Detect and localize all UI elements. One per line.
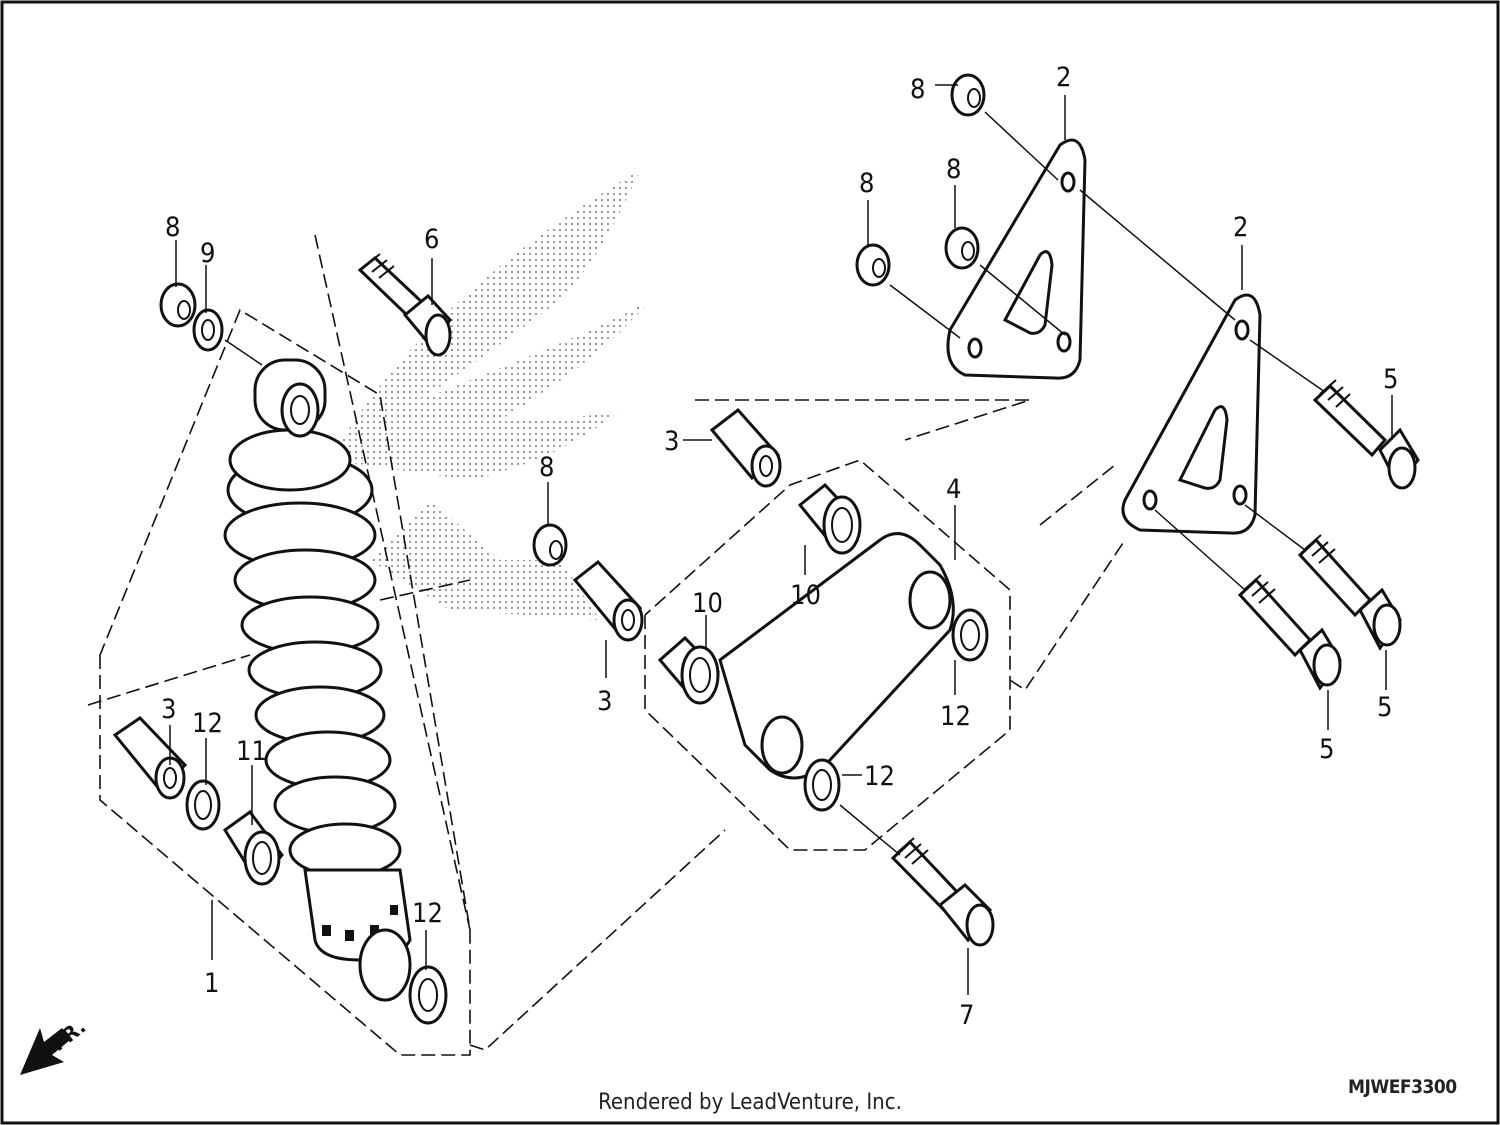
front-arrow-icon bbox=[20, 1028, 70, 1075]
bolt-part-5-upper bbox=[1312, 379, 1420, 490]
drawing-code: MJWEF3300 bbox=[1348, 1076, 1457, 1098]
seal-part-12-lower bbox=[803, 758, 841, 812]
collar-part-3-centre bbox=[572, 559, 644, 642]
callout-8-shock-nut: 8 bbox=[165, 212, 180, 243]
callout-3-left-collar: 3 bbox=[161, 694, 176, 725]
nut-part-8 bbox=[159, 282, 197, 328]
bushing-part-11 bbox=[222, 809, 284, 886]
callout-3-top-collar: 3 bbox=[664, 426, 679, 457]
seal-part-12-right bbox=[951, 608, 989, 662]
nut-part-8-bracket-b bbox=[944, 226, 980, 270]
callout-10-top-bushing: 10 bbox=[790, 580, 821, 611]
callout-8-centre-nut: 8 bbox=[539, 452, 554, 483]
cushion-link-group bbox=[532, 407, 1011, 995]
front-direction-marker: FR. bbox=[20, 1014, 90, 1075]
callout-10-lower-bushing: 10 bbox=[692, 588, 723, 619]
callout-5-lower-right-bolt: 5 bbox=[1377, 692, 1392, 723]
shock-absorber bbox=[223, 358, 412, 1002]
callout-8-bracket-nut-b: 8 bbox=[946, 154, 961, 185]
callout-5-lower-left-bolt: 5 bbox=[1319, 734, 1334, 765]
callout-1-shock: 1 bbox=[204, 968, 219, 999]
bushing-part-10-top bbox=[797, 482, 862, 555]
bolt-part-6 bbox=[357, 253, 452, 357]
bolt-part-5-lower-right bbox=[1297, 534, 1402, 651]
callout-8-bracket-nut-a: 8 bbox=[859, 168, 874, 199]
callout-6-bolt: 6 bbox=[424, 224, 439, 255]
bolt-part-5-lower-left bbox=[1237, 574, 1342, 691]
honda-wing-watermark bbox=[330, 170, 650, 620]
callout-3-centre-collar: 3 bbox=[597, 686, 612, 717]
callout-2-bracket-right: 2 bbox=[1233, 212, 1248, 243]
collar-part-3-left bbox=[112, 716, 188, 800]
callout-12-right-seal: 12 bbox=[940, 701, 971, 732]
callout-7-bolt: 7 bbox=[959, 1000, 974, 1031]
callout-12-bottom-seal: 12 bbox=[412, 898, 443, 929]
callout-5-upper-bolt: 5 bbox=[1383, 364, 1398, 395]
washer-part-9 bbox=[192, 308, 224, 352]
callout-2-bracket-left: 2 bbox=[1056, 62, 1071, 93]
callout-4-link-arm: 4 bbox=[946, 474, 961, 505]
nut-part-8-bracket-a bbox=[855, 243, 891, 287]
collar-part-3-top bbox=[709, 407, 782, 488]
cushion-link-arm-part-4 bbox=[718, 532, 955, 780]
callout-8-top-nut: 8 bbox=[910, 74, 925, 105]
render-credit: Rendered by LeadVenture, Inc. bbox=[598, 1090, 902, 1115]
bushing-part-10-lower bbox=[657, 635, 721, 705]
shock-absorber-group bbox=[87, 234, 471, 1056]
bracket-group bbox=[695, 73, 1420, 730]
bracket-part-2-right bbox=[1121, 293, 1262, 535]
callout-12-lower-seal: 12 bbox=[864, 761, 895, 792]
nut-part-8-top bbox=[950, 73, 986, 117]
callout-11-bushing: 11 bbox=[236, 736, 267, 767]
bracket-part-2-left bbox=[946, 138, 1087, 380]
nut-part-8-centre bbox=[532, 523, 568, 567]
seal-part-12-bottom bbox=[408, 965, 448, 1025]
callout-12-left-seal: 12 bbox=[192, 708, 223, 739]
callout-9-washer: 9 bbox=[200, 238, 215, 269]
seal-part-12-left bbox=[185, 779, 221, 831]
bolt-part-7 bbox=[890, 837, 995, 947]
callout-labels: 8 9 6 8 2 8 8 2 5 3 8 4 10 10 3 12 12 3 … bbox=[161, 62, 1398, 1031]
